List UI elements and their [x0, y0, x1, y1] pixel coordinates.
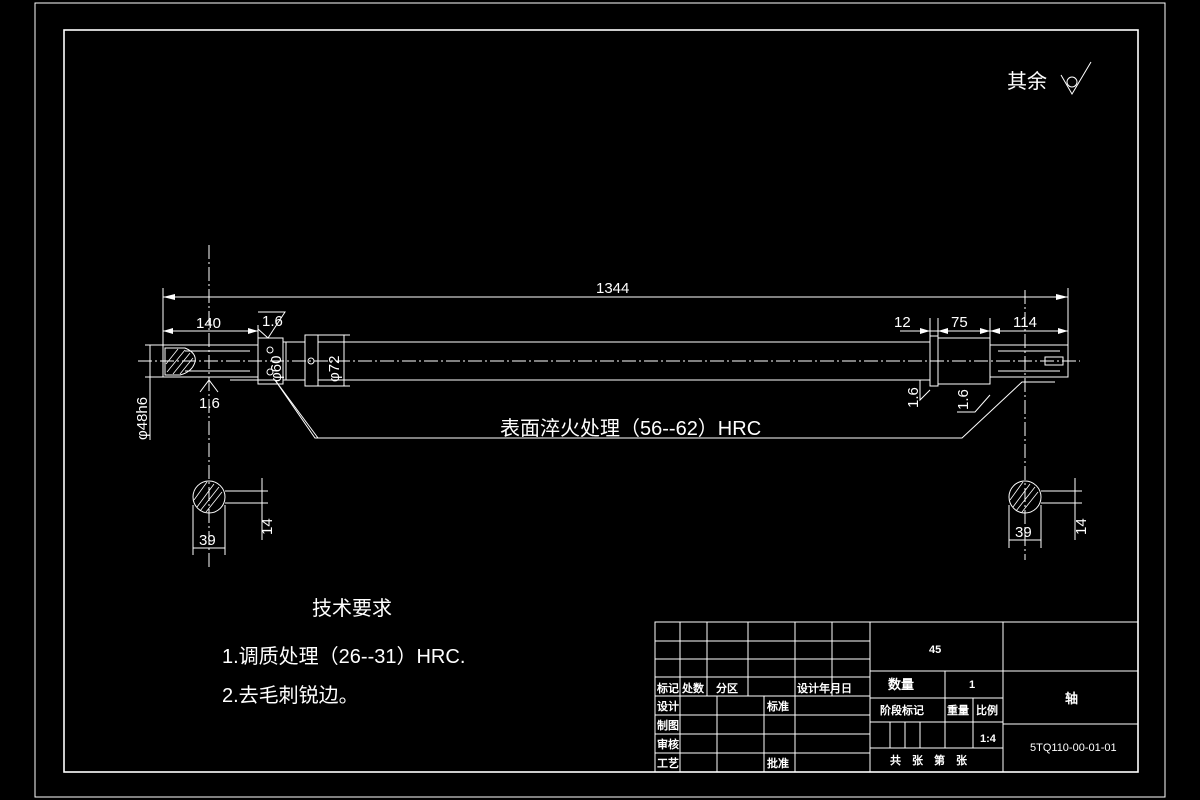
right-12-label: 12	[894, 314, 911, 331]
tb-stage-label: 阶段标记	[880, 703, 924, 717]
roughness-top-icon	[257, 311, 286, 339]
overall-dimension	[162, 288, 1069, 345]
right-section-width-label: 39	[1015, 524, 1032, 541]
tb-weight-label: 重量	[947, 703, 969, 717]
overall-length-label: 1344	[596, 280, 629, 297]
tb-standard: 标准	[766, 699, 789, 713]
roughness-note-label: 其余	[1007, 70, 1047, 93]
tb-approve: 批准	[767, 756, 789, 770]
tb-sheets: 共 张 第 张	[890, 753, 968, 767]
tb-review: 审核	[657, 737, 679, 751]
tb-part-name: 轴	[1065, 691, 1078, 706]
tb-row-sign-date: 设计年月日	[797, 681, 852, 695]
hardening-leader-line	[230, 379, 1055, 439]
left-section-width-label: 39	[199, 532, 216, 549]
shaft-outline	[162, 334, 1069, 387]
outer-border	[34, 2, 1166, 798]
right-section-view	[1008, 478, 1082, 548]
roughness-right2-icon	[957, 394, 991, 413]
diameter-60-label: φ60	[268, 356, 285, 382]
tech-requirement-1: 1.调质处理（26--31）HRC.	[222, 645, 465, 668]
right-75-label: 75	[951, 314, 968, 331]
tb-drawing-number: 5TQ110-00-01-01	[1030, 742, 1117, 754]
tb-scale-label: 比例	[976, 703, 998, 717]
right-114-label: 114	[1013, 314, 1037, 331]
roughness-right1-label: 1.6	[905, 387, 922, 408]
left-end-length-label: 140	[196, 315, 221, 332]
tb-quantity-value: 1	[969, 679, 975, 691]
tb-process: 工艺	[657, 756, 679, 770]
roughness-top-label: 1.6	[262, 313, 283, 330]
diameter-72-label: φ72	[326, 356, 343, 382]
tech-requirement-2: 2.去毛刺锐边。	[222, 684, 359, 707]
left-section-depth-label: 14	[259, 518, 276, 535]
inner-frame	[63, 29, 1139, 773]
title-block	[654, 621, 1139, 773]
tb-scale-value: 1:4	[980, 733, 997, 745]
tb-row-zone: 分区	[716, 681, 738, 695]
roughness-right2-label: 1.6	[955, 389, 972, 410]
hardening-note: 表面淬火处理（56--62）HRC	[500, 417, 761, 440]
roughness-right1-icon	[919, 380, 931, 402]
diameter-48-label: φ48h6	[134, 397, 151, 440]
right-section-depth-label: 14	[1073, 518, 1090, 535]
left-end-hatch	[164, 347, 196, 376]
tb-row-mark: 标记	[656, 681, 679, 695]
tb-quantity-label: 数量	[888, 677, 914, 692]
roughness-left-icon	[199, 379, 219, 393]
tech-requirements-title: 技术要求	[312, 597, 392, 620]
tb-design: 设计	[657, 699, 679, 713]
roughness-symbol-icon	[1060, 61, 1092, 95]
tb-row-count: 处数	[681, 681, 705, 695]
tb-drafting: 制图	[657, 718, 679, 732]
tb-material: 45	[929, 644, 941, 656]
roughness-left-label: 1.6	[199, 395, 220, 412]
left-section-view	[192, 478, 268, 555]
